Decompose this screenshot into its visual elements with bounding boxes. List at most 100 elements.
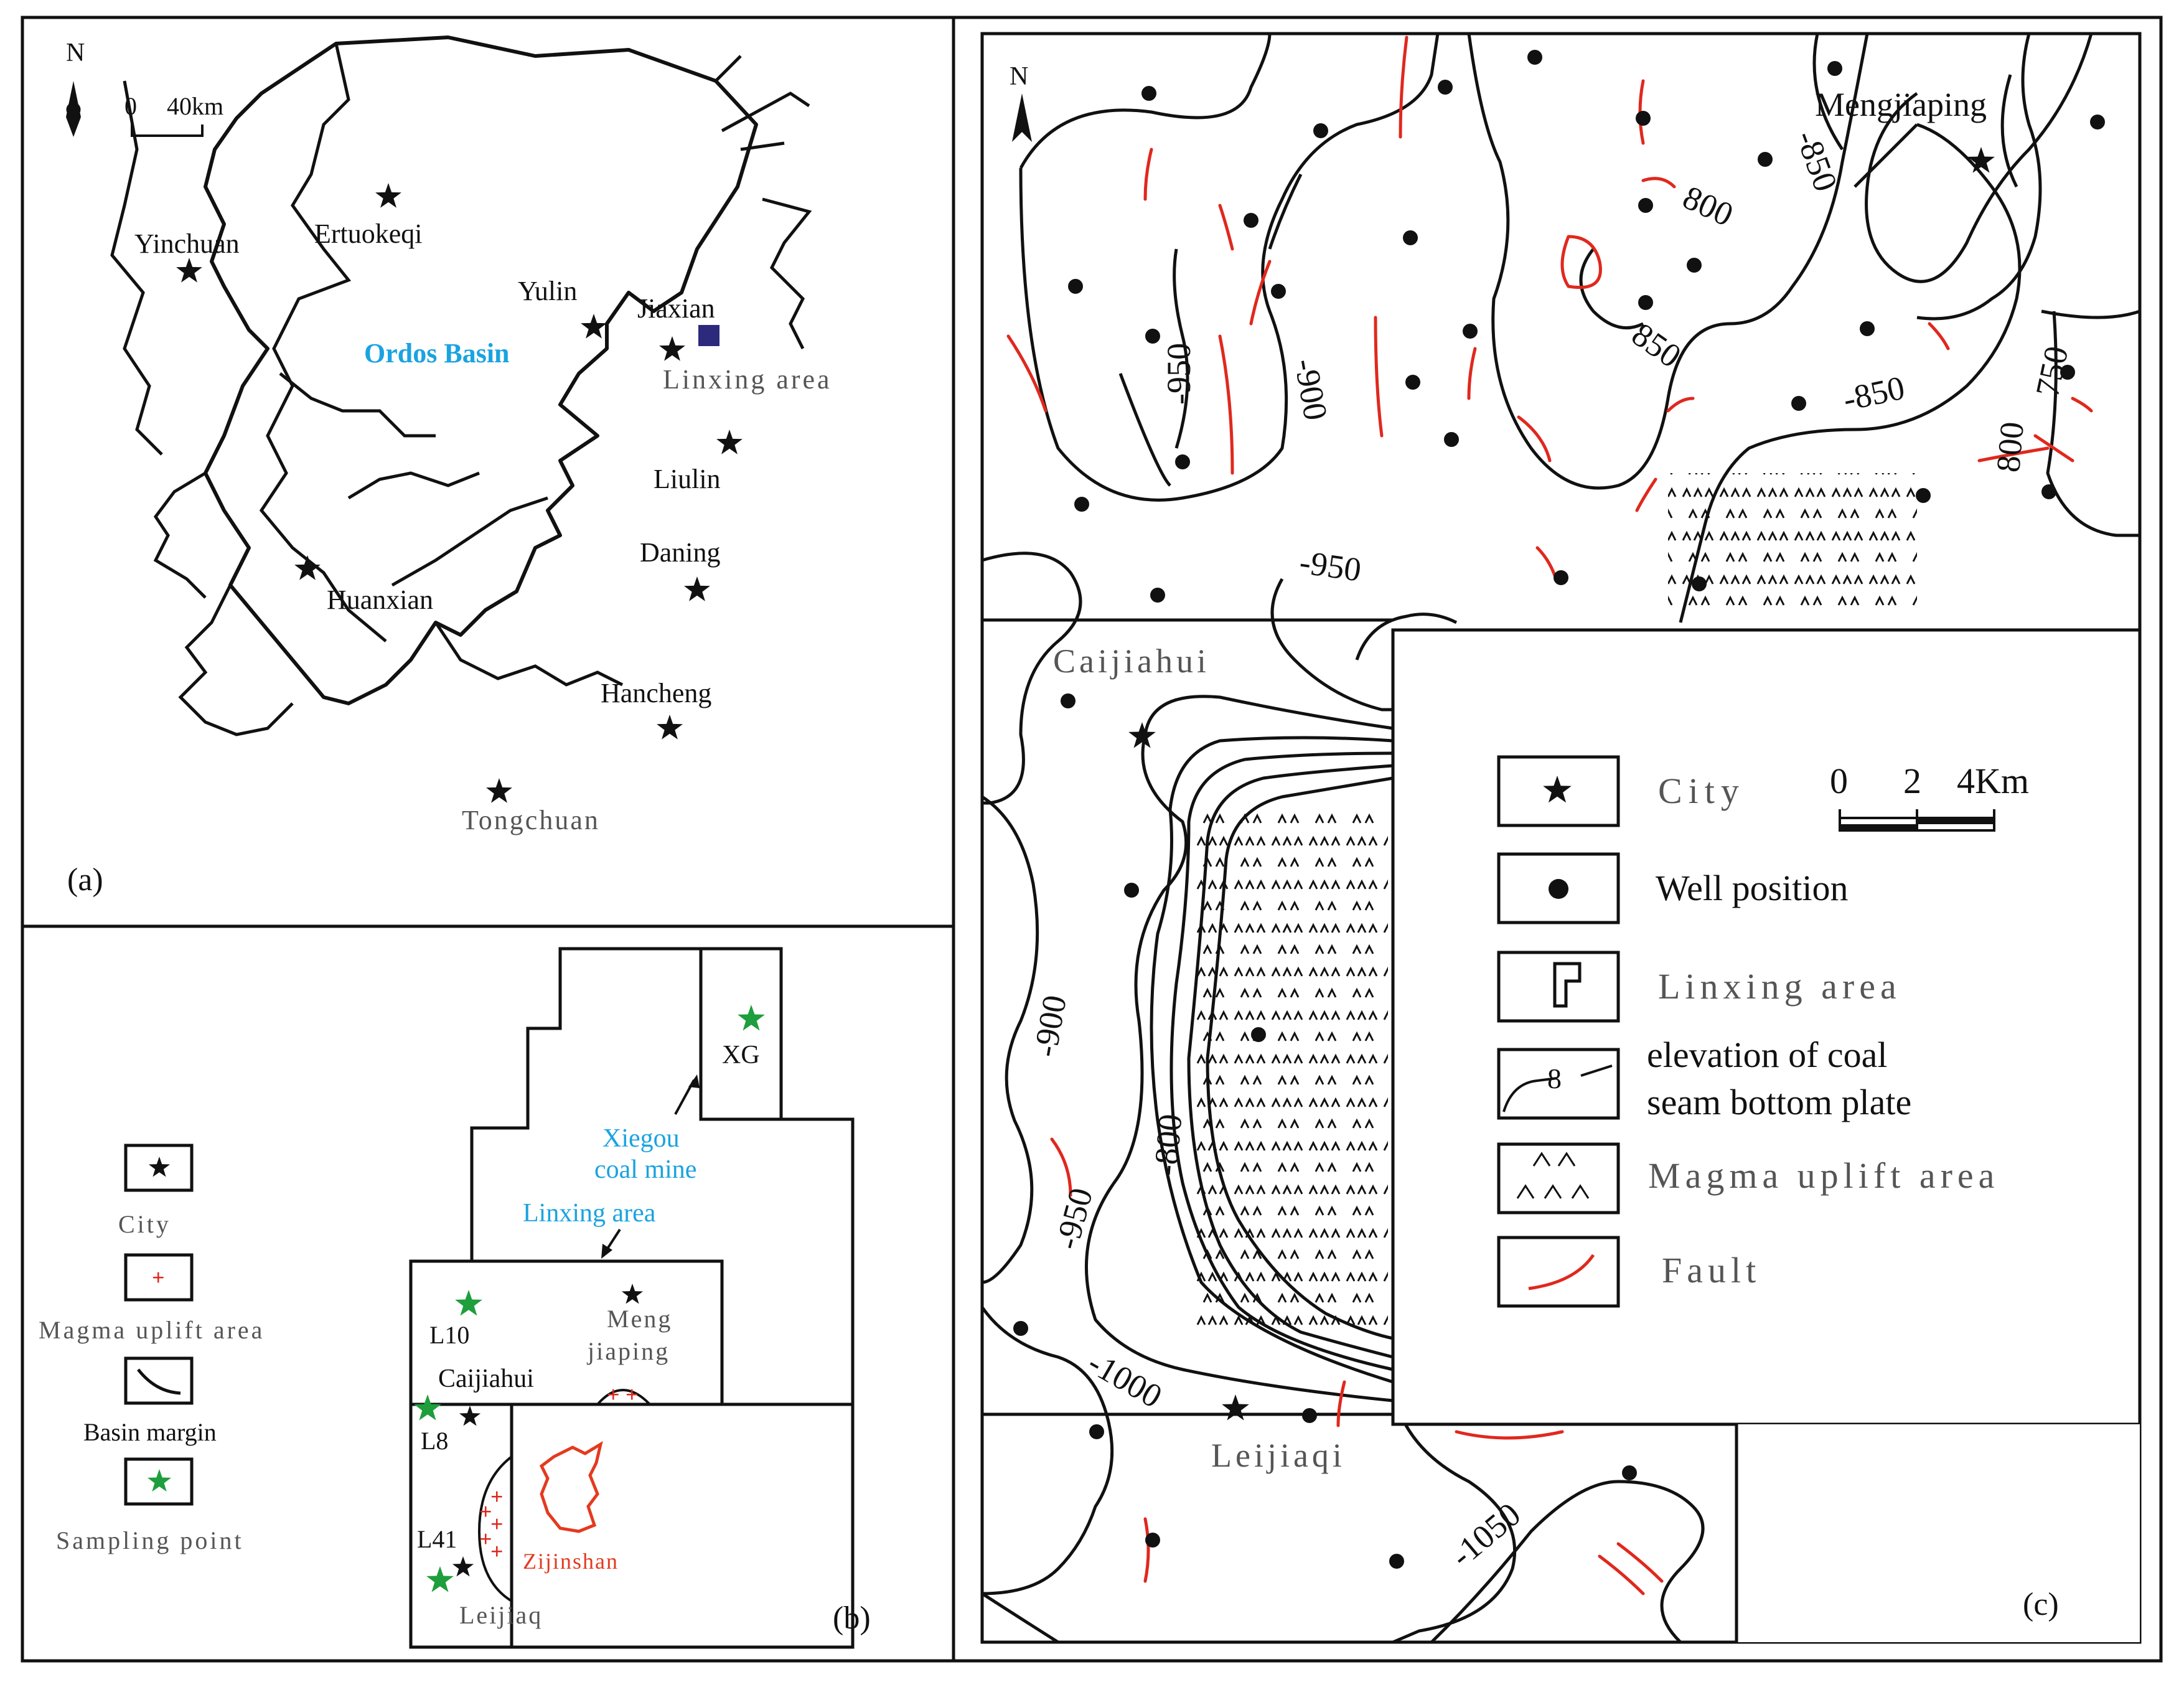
city-liulin: Liulin (654, 430, 743, 494)
city-label: Jiaxian (637, 293, 715, 324)
legend-label: Well position (1656, 868, 1848, 908)
town-mengjiaping-b: Meng jiaping (586, 1284, 672, 1365)
north-label-c: N (1010, 62, 1028, 91)
panel-label-c: (c) (2023, 1587, 2059, 1622)
legend-b: City + Magma uplift area Basin margin Sa… (39, 1144, 265, 1554)
city-label: Ertuokeqi (314, 218, 423, 249)
basin-label: Ordos Basin (364, 338, 510, 369)
xiegou-label-1: Xiegou (602, 1124, 680, 1153)
scale-t0: 0 (1830, 761, 1848, 801)
panel-c: N (980, 32, 2142, 1644)
city-yulin: Yulin (518, 276, 607, 339)
contour-label: 800 (1989, 420, 2031, 474)
town-label: Leijiaqi (1211, 1437, 1346, 1474)
legend-label: seam bottom plate (1647, 1082, 1911, 1122)
legend-label: Magma uplift area (1648, 1155, 1999, 1196)
faults (1006, 35, 2093, 1595)
city-ertuokeqi: Ertuokeqi (314, 183, 423, 249)
city-label: Daning (640, 537, 721, 568)
contour-label: -850 (1789, 126, 1845, 197)
ordos-basin-margin (204, 35, 758, 705)
city-huanxian: Huanxian (294, 555, 433, 615)
north-arrow-c-icon (1012, 93, 1032, 142)
legend-label: Linxing area (1658, 966, 1901, 1007)
svg-text:+: + (490, 1539, 504, 1564)
svg-text:+: + (490, 1484, 504, 1509)
linxing-label-b: Linxing area (523, 1199, 656, 1228)
north-label-a: N (66, 39, 85, 67)
svg-text:+: + (490, 1511, 504, 1536)
town-caijiahui-c: Caijiahui (1053, 642, 1210, 748)
scale-value-a: 40km (167, 92, 223, 120)
contour-label: -950 (1297, 543, 1363, 588)
legend-label: Basin margin (83, 1418, 217, 1446)
town-mengjiaping-c: Mengjiaping (1815, 86, 1995, 173)
magma-uplift-markers: +++ ++ ++ (479, 1382, 639, 1564)
town-label: Mengjiaping (1815, 86, 1987, 123)
sample-l41: L41 (417, 1525, 474, 1592)
legend-margin-icon (137, 1368, 181, 1395)
contour-label: -800 (1146, 1112, 1189, 1177)
town-leijiaqi-c: Leijiaqi (1211, 1394, 1346, 1474)
city-label: Liulin (654, 464, 721, 494)
contour-label: -900 (1287, 356, 1334, 423)
well-icon (1549, 879, 1568, 899)
town-label: Caijiahui (1053, 642, 1210, 680)
city-jiaxian: Jiaxian (637, 293, 719, 361)
city-label: Hancheng (601, 678, 711, 708)
linxing-area-icon (1553, 962, 1582, 1008)
contour-label: 800 (1677, 178, 1739, 233)
zijinshan-box (510, 1402, 855, 1649)
sample-xg: XG (722, 1005, 765, 1069)
legend-label: City (118, 1210, 171, 1238)
svg-text:+: + (479, 1526, 492, 1551)
north-arrow-icon (66, 81, 81, 137)
town-caijiahui-b: Caijiahui (438, 1365, 534, 1393)
xiegou-mine-box (699, 947, 783, 1121)
legend-plus-icon: + (152, 1265, 165, 1290)
contour-label: -1000 (1082, 1343, 1168, 1415)
contour-lines (980, 33, 2140, 1644)
svg-text:+: + (479, 1499, 492, 1524)
city-label: Yulin (518, 276, 577, 306)
contour-label: 750 (2028, 343, 2076, 400)
legend-c: City 0 2 4Km Well position Linxing area … (1391, 628, 2142, 1642)
city-label: Tongchuan (462, 805, 600, 835)
scale-t2: 4Km (1957, 761, 2029, 801)
svg-text:+: + (626, 1382, 639, 1407)
contour-label: -900 (1026, 992, 1074, 1059)
scale-bar-c (1839, 809, 1995, 832)
zijinshan-outline (539, 1440, 603, 1533)
legend-contour-value: 8 (1547, 1063, 1562, 1094)
magma-area-lower (1195, 809, 1388, 1332)
legend-label: Sampling point (56, 1526, 244, 1554)
fault-icon (1528, 1254, 1595, 1290)
panel-label-b: (b) (833, 1600, 871, 1636)
city-yinchuan: Yinchuan (134, 228, 240, 283)
city-label: Huanxian (327, 585, 433, 615)
magma-area-upper (1668, 473, 1917, 610)
panel-a: N 0 40km Ordos Basin Yinchuan Ertuokeqi … (66, 35, 832, 898)
sample-label: XG (722, 1041, 760, 1069)
city-hancheng: Hancheng (601, 678, 711, 740)
legend-label: elevation of coal (1647, 1035, 1888, 1075)
scale-zero-a: 0 (124, 92, 137, 120)
contour-icon (1502, 1064, 1613, 1112)
sample-label: L10 (429, 1321, 469, 1349)
sample-l10: L10 (429, 1290, 482, 1349)
town-label: Meng (607, 1305, 672, 1333)
contour-label: -950 (1048, 1184, 1100, 1253)
scale-bar-a (131, 125, 204, 137)
panel-label-a: (a) (67, 862, 103, 898)
panel-frames (21, 16, 2163, 1663)
legend-label: Fault (1662, 1250, 1761, 1290)
legend-label: Magma uplift area (39, 1316, 265, 1344)
legend-label: City (1658, 771, 1745, 811)
linxing-area-label-a: Linxing area (663, 364, 832, 395)
town-label: jiaping (586, 1337, 670, 1365)
sample-l8: L8 (414, 1394, 481, 1455)
scale-t1: 2 (1903, 761, 1921, 801)
linxing-area-marker (698, 325, 719, 346)
town-leijiaqi-b: Leijiaq (459, 1601, 543, 1629)
